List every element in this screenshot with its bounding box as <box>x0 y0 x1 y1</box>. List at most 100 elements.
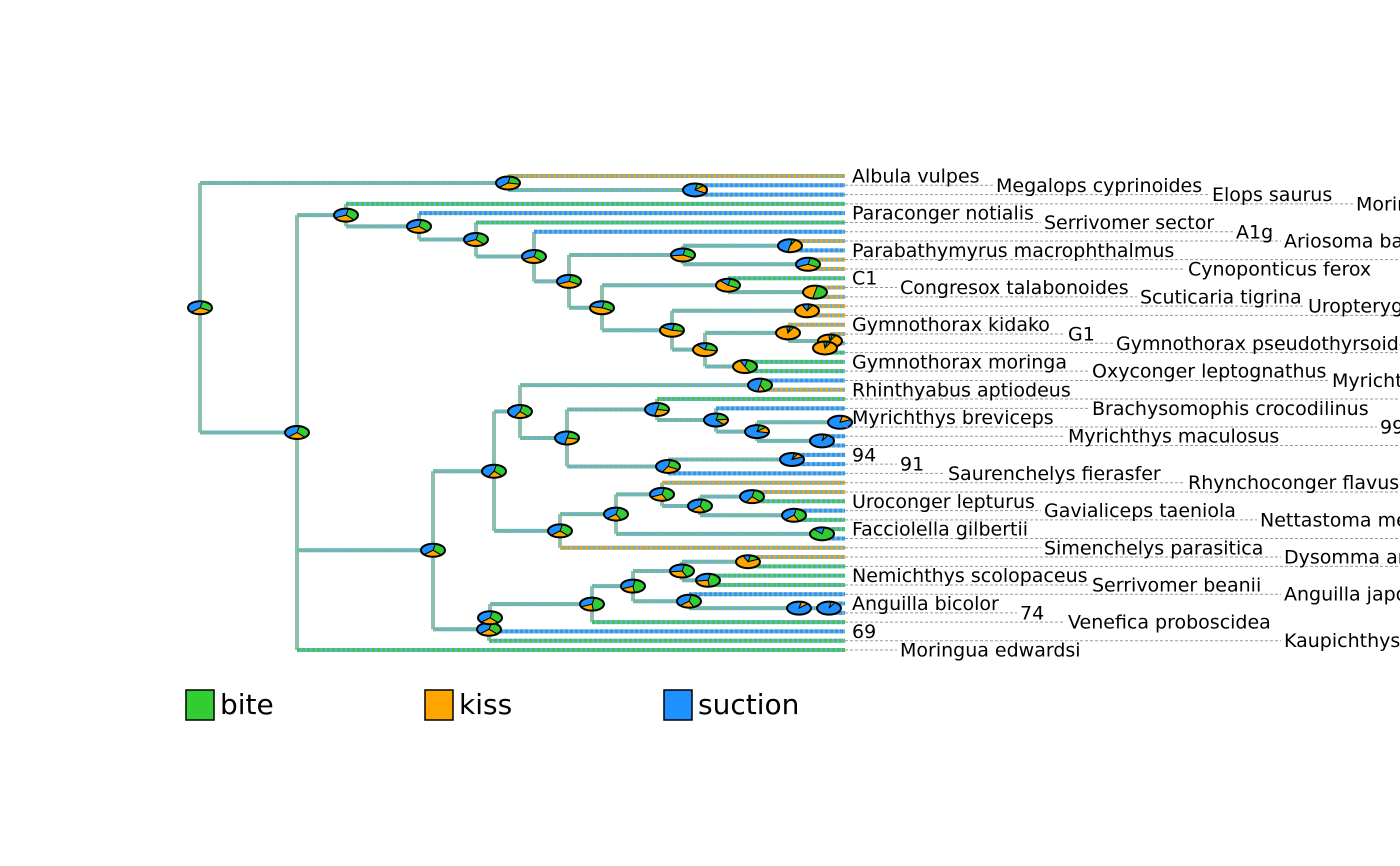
pie-outline <box>715 277 741 293</box>
ancestral-state-pie <box>649 486 675 502</box>
ancestral-state-pie <box>477 610 503 626</box>
ancestral-state-pie <box>655 458 681 474</box>
pie-outline <box>589 300 615 316</box>
pie-outline <box>481 463 507 479</box>
pie-outline <box>556 273 582 289</box>
tip-label: Moringua javanica <box>1356 193 1400 215</box>
ancestral-state-pie <box>521 249 547 265</box>
ancestral-state-pie <box>703 412 729 428</box>
ancestral-state-pie <box>676 593 702 609</box>
ancestral-state-pie <box>669 563 695 579</box>
tip-label: Cynoponticus ferox <box>1188 258 1371 280</box>
ancestral-state-pie <box>463 232 489 248</box>
ancestral-state-pie <box>687 498 713 514</box>
ancestral-state-pie <box>579 596 605 612</box>
pie-outline <box>802 284 828 300</box>
ancestral-state-pie <box>603 506 629 522</box>
tip-label: Ariosoma balearicum <box>1284 231 1400 253</box>
ancestral-state-pie <box>802 284 828 300</box>
legend-swatch-suction <box>663 689 693 721</box>
ancestral-state-pie <box>481 463 507 479</box>
tip-label: Myrichthys maculosus <box>1068 426 1279 448</box>
ancestral-state-pie <box>187 300 213 316</box>
pie-outline <box>649 486 675 502</box>
pie-outline <box>779 451 805 467</box>
pie-outline <box>463 232 489 248</box>
tip-label: Scuticaria tigrina <box>1140 286 1302 308</box>
pie-outline <box>406 218 432 234</box>
tip-label: Gymnothorax moringa <box>852 351 1067 373</box>
ancestral-state-pie <box>695 572 721 588</box>
ancestral-state-pie <box>809 526 835 542</box>
tip-label: Gymnothorax pseudothyrsoideus <box>1116 333 1400 355</box>
pie-outline <box>786 600 812 616</box>
pie-outline <box>477 610 503 626</box>
ancestral-state-pie <box>333 207 359 223</box>
tip-label: Venefica proboscidea <box>1068 612 1271 634</box>
ancestral-state-pie <box>507 404 533 420</box>
ancestral-state-pie <box>682 182 708 198</box>
ancestral-state-pie <box>644 402 670 418</box>
tip-label: Rhinthyabus aptiodeus <box>852 379 1071 401</box>
ancestral-state-pie <box>659 322 685 338</box>
tip-label: Gymnothorax kidako <box>852 314 1050 336</box>
pie-outline <box>187 300 213 316</box>
pie-outline <box>547 523 573 539</box>
tip-label: 99 <box>1380 416 1400 438</box>
ancestral-state-pie <box>420 542 446 558</box>
pie-outline <box>507 404 533 420</box>
ancestral-state-pie <box>495 175 521 191</box>
tip-label: Megalops cyprinoides <box>996 175 1202 197</box>
pie-outline <box>521 249 547 265</box>
tip-label: Gavialiceps taeniola <box>1044 500 1236 522</box>
ancestral-state-pie <box>476 621 502 637</box>
tip-label: Anguilla japonica <box>1284 584 1400 606</box>
pie-outline <box>809 526 835 542</box>
ancestral-state-pie <box>547 523 573 539</box>
ancestral-state-pie <box>779 451 805 467</box>
ancestral-state-pie <box>827 414 853 430</box>
tip-label: Facciolella gilbertii <box>852 519 1028 541</box>
pie-outline <box>579 596 605 612</box>
tip-label: 94 <box>852 444 876 466</box>
pie-outline <box>775 325 801 341</box>
pie-outline <box>695 572 721 588</box>
ancestral-state-pie <box>554 430 580 446</box>
tip-label: Serrivomer beanii <box>1092 574 1261 596</box>
ancestral-state-pie <box>744 424 770 440</box>
ancestral-state-pie <box>775 325 801 341</box>
tip-label: Saurenchelys fierasfer <box>948 463 1161 485</box>
pie-outline <box>644 402 670 418</box>
ancestral-state-pie <box>620 578 646 594</box>
ancestral-state-pie <box>284 425 310 441</box>
legend-swatch-kiss <box>424 689 454 721</box>
pie-outline <box>781 507 807 523</box>
node-pies <box>187 175 853 637</box>
tip-label: Elops saurus <box>1212 184 1332 206</box>
ancestral-state-pie <box>692 342 718 358</box>
tip-label: 69 <box>852 621 876 643</box>
ancestral-state-pie <box>715 277 741 293</box>
ancestral-state-pie <box>809 433 835 449</box>
pie-outline <box>682 182 708 198</box>
pie-outline <box>333 207 359 223</box>
tip-label: Paraconger notialis <box>852 203 1034 225</box>
ancestral-state-pie <box>795 256 821 272</box>
pie-outline <box>655 458 681 474</box>
label-leader-lines <box>845 184 1400 651</box>
tip-label: Simenchelys parasitica <box>1044 537 1263 559</box>
tip-label: Uropterygius micropterus <box>1308 296 1400 318</box>
tip-label: C1 <box>852 268 877 290</box>
pie-outline <box>809 433 835 449</box>
pie-outline <box>827 414 853 430</box>
legend-label-suction: suction <box>698 688 799 721</box>
tip-label: Congresox talabonoides <box>900 277 1129 299</box>
pie-outline <box>603 506 629 522</box>
tip-label: Serrivomer sector <box>1044 212 1214 234</box>
tip-label: 74 <box>1020 602 1044 624</box>
ancestral-state-pie <box>556 273 582 289</box>
ancestral-state-pie <box>786 600 812 616</box>
tip-label: Nemichthys scolopaceus <box>852 565 1088 587</box>
